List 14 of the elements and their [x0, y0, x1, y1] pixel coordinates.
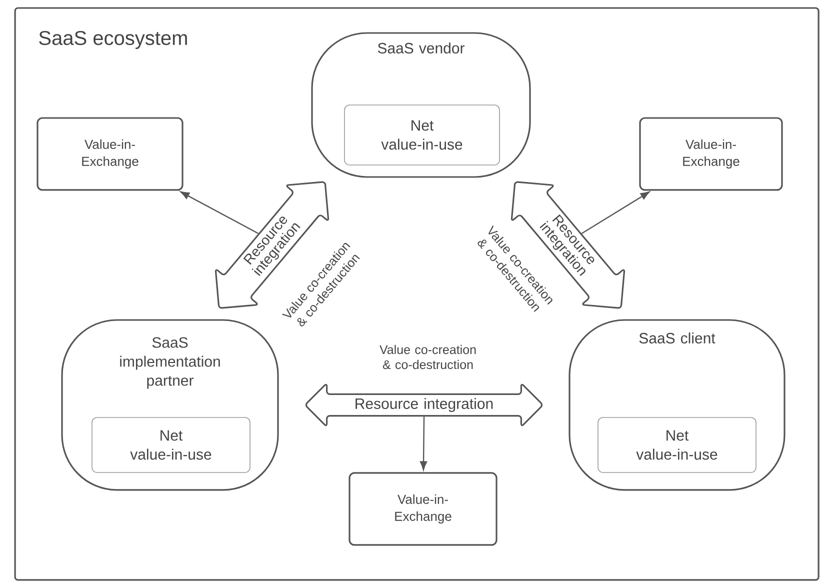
arrow-caption: Value co-creation & co-destruction: [380, 344, 476, 370]
stakeholder-name: SaaS implementation partner: [120, 337, 220, 389]
stakeholder-name: SaaS vendor: [378, 42, 464, 54]
arrow: [180, 191, 259, 234]
value-box: Value-in-Exchange: [36, 117, 184, 191]
arrow: [420, 416, 428, 470]
frame-label: SaaS ecosystem: [39, 30, 187, 50]
arrow: [581, 192, 650, 234]
value-box: Net value-in-use: [344, 104, 500, 166]
value-box: Value-in-Exchange: [639, 117, 783, 191]
value-box: Net value-in-use: [598, 417, 756, 473]
value-box: Value-in-Exchange: [348, 472, 498, 546]
stakeholder-name: SaaS client: [639, 332, 716, 344]
value-box: Net value-in-use: [92, 417, 250, 473]
